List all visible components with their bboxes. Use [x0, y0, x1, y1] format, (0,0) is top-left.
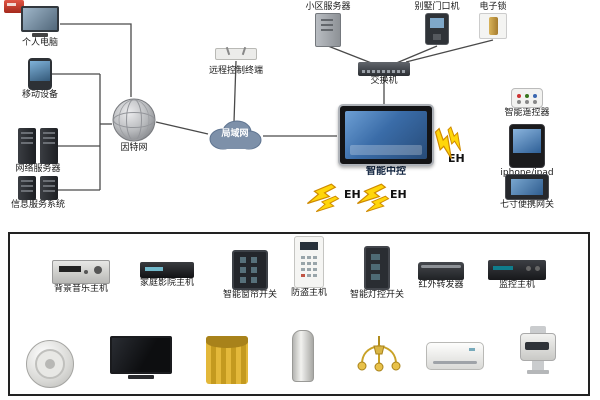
node-lan-cloud: 局域网	[206, 119, 264, 155]
smartphone-icon	[28, 58, 52, 90]
gateway-icon	[505, 174, 549, 200]
curtain-icon	[206, 336, 248, 384]
keypad-panel-icon	[232, 250, 268, 290]
lightning-icon	[347, 176, 400, 230]
node-theater-host: 家庭影院主机	[130, 262, 204, 289]
cloud-icon	[209, 120, 262, 150]
alarm-panel-icon	[294, 236, 324, 288]
node-ptz-camera	[516, 326, 560, 380]
node-portable-gateway: 七寸便携网关	[494, 174, 560, 211]
network-switch-icon	[358, 62, 410, 76]
lightning-icon	[297, 176, 350, 230]
ir-repeater-icon	[418, 262, 464, 280]
node-security-sensor	[292, 330, 314, 382]
iphone-icon	[509, 124, 545, 168]
node-curtain-switch: 智能窗帘开关	[214, 250, 286, 301]
node-label: 别墅门口机	[414, 2, 460, 12]
internet-globe-icon	[112, 98, 156, 142]
node-info-service-system: 信息服务系统	[3, 176, 73, 211]
node-label: 防盗主机	[290, 288, 327, 298]
eh-label: EH	[390, 188, 407, 201]
node-air-conditioner	[426, 342, 484, 370]
node-label: 智能灯控开关	[349, 290, 404, 300]
node-label: 小区服务器	[305, 2, 351, 12]
node-label: 家庭影院主机	[139, 278, 194, 288]
node-community-server: 小区服务器	[298, 2, 358, 47]
eh-label: EH	[344, 188, 361, 201]
node-smart-remote: 智能遥控器	[496, 88, 558, 119]
node-red-device	[2, 0, 26, 13]
eh-label: EH	[448, 152, 465, 165]
node-label: iphone/ipad	[500, 168, 554, 178]
lightning-icon	[426, 116, 480, 170]
node-ceiling-speaker	[26, 340, 74, 388]
node-network-server: 网络服务器	[8, 128, 68, 175]
node-iphone-ipad: iphone/ipad	[498, 124, 556, 179]
node-label: 七寸便携网关	[499, 200, 554, 210]
node-mobile-device: 移动设备	[16, 58, 64, 101]
node-personal-computer: 个人电脑	[12, 6, 68, 49]
node-central-control: 智能中控	[336, 104, 436, 177]
node-door-station: 别墅门口机	[406, 2, 468, 45]
node-network-switch: 交换机	[354, 62, 414, 87]
node-label: 监控主机	[498, 280, 535, 290]
computer-icon	[21, 6, 59, 38]
server-tower-icon	[315, 13, 341, 47]
remote-control-icon	[511, 88, 543, 108]
node-label: 智能窗帘开关	[222, 290, 277, 300]
control-panel-icon	[338, 104, 434, 166]
node-label: 移动设备	[21, 90, 58, 100]
light-switch-icon	[364, 246, 390, 290]
red-device-icon	[4, 0, 24, 13]
node-light-switch: 智能灯控开关	[342, 246, 412, 301]
node-label: 智能遥控器	[504, 108, 550, 118]
node-label: 电子锁	[479, 2, 507, 12]
cylinder-sensor-icon	[292, 330, 314, 382]
chandelier-icon	[357, 336, 401, 372]
node-remote-terminal: 远程控制终端	[194, 42, 278, 77]
node-chandelier	[356, 334, 402, 380]
node-label: 网络服务器	[15, 164, 61, 174]
node-label: 背景音乐主机	[53, 284, 108, 294]
node-monitor-host: 监控主机	[480, 260, 554, 291]
node-television	[110, 336, 172, 380]
server-towers-icon	[16, 176, 60, 200]
node-music-host: 背景音乐主机	[42, 260, 120, 295]
node-label: 远程控制终端	[208, 66, 263, 76]
server-towers-icon	[16, 128, 60, 164]
audio-amplifier-icon	[52, 260, 110, 284]
router-icon	[214, 48, 258, 66]
node-curtain	[206, 336, 248, 384]
door-intercom-icon	[425, 13, 449, 45]
node-label: 智能中控	[366, 166, 406, 177]
speaker-icon	[26, 340, 74, 388]
node-label: 因特网	[120, 143, 148, 153]
node-label: 红外转发器	[418, 280, 464, 290]
node-label: 局域网	[221, 129, 249, 139]
air-conditioner-icon	[426, 342, 484, 370]
node-label: 信息服务系统	[10, 200, 65, 210]
media-player-icon	[140, 262, 194, 278]
node-electronic-lock: 电子锁	[468, 2, 518, 39]
camera-icon	[516, 326, 560, 380]
node-label: 个人电脑	[21, 38, 58, 48]
node-alarm-host: 防盗主机	[278, 236, 340, 299]
node-label: 交换机	[370, 76, 398, 86]
node-internet: 因特网	[108, 97, 160, 154]
node-ir-repeater: 红外转发器	[408, 262, 474, 291]
dvr-icon	[488, 260, 546, 280]
tv-icon	[110, 336, 172, 380]
lock-icon	[479, 13, 507, 39]
